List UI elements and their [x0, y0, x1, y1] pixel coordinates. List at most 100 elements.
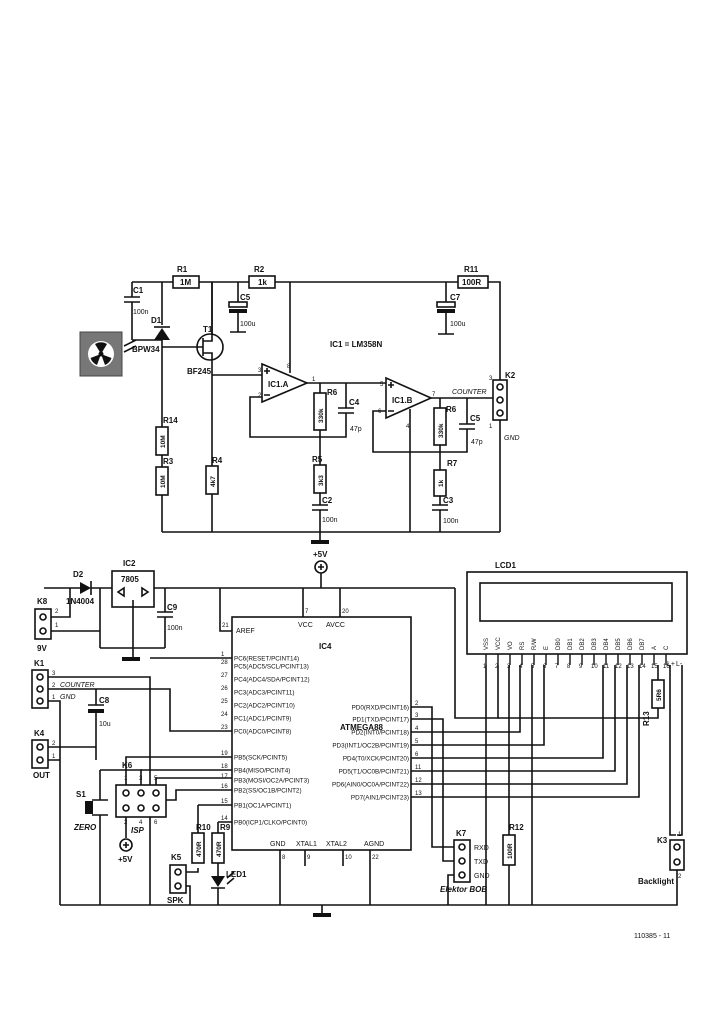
r2-value: 1k [258, 278, 267, 287]
r5-label: R5 [312, 455, 323, 464]
lcd-pin-number: 8 [567, 664, 571, 670]
r7-value: 1k [438, 479, 445, 487]
ic4-vcc: VCC [298, 622, 313, 629]
r11-label: R11 [464, 265, 479, 274]
ground-symbol-top [311, 540, 329, 544]
ic4-avcc: AVCC [326, 622, 345, 629]
lcd-pin-number: 7 [555, 664, 559, 670]
switch-s1[interactable] [85, 801, 93, 814]
led1-label: LED1 [226, 870, 247, 879]
k8-pin2: 2 [55, 609, 59, 615]
diode-d2 [80, 582, 91, 594]
ic4-pin-name: PD3(INT1/OC2B/PCINT19) [332, 743, 409, 750]
connector-k4 [31, 739, 49, 769]
ic4-left-pin-list: PC6(RESET/PCINT14)1PC5(ADC5/SCL/PCINT13)… [221, 652, 310, 827]
t1-label: T1 [203, 325, 213, 334]
c2-value: 100n [322, 517, 338, 524]
r10-label: R10 [196, 823, 211, 832]
ic4-pin-name: PB1(OC1A/PCINT1) [234, 803, 291, 810]
k7-rxd: RXD [474, 845, 489, 852]
lcd-pin-name: C [664, 645, 670, 650]
r14-value: 10M [160, 435, 167, 448]
r4-label: R4 [212, 456, 223, 465]
lcd-pin-name: DB1 [568, 638, 574, 650]
lcd-pin-number: 16 [663, 664, 670, 670]
ic4-pin10: 10 [345, 855, 352, 861]
ic4-pin-name: PC1(ADC1/PCINT9) [234, 716, 291, 723]
ic4-pin-number: 19 [221, 751, 228, 757]
r6a-label: R6 [327, 388, 338, 397]
c5b-label: C5 [470, 414, 481, 423]
lcd-pin-name: DB4 [604, 638, 610, 650]
lcd-pin-name: VCC [496, 637, 502, 650]
r4-value: 4k7 [210, 476, 217, 487]
lcd-pin-name: VSS [484, 638, 490, 650]
lcd-pin-number: 15 [651, 664, 658, 670]
k5-value: SPK [167, 896, 184, 905]
k1-counter: COUNTER [60, 682, 95, 689]
ic4-pin-name: PC5(ADC5/SCL/PCINT13) [234, 664, 309, 671]
ic4-pin-number: 26 [221, 686, 228, 692]
k7-bob: Elektor BOB [440, 885, 487, 894]
k1-pin3: 3 [52, 671, 56, 677]
r3-label: R3 [163, 457, 174, 466]
lcd-pin-name: R/W [532, 638, 538, 650]
ic4-pin-number: 27 [221, 673, 228, 679]
ic4-pin-number: 23 [221, 725, 228, 731]
ground-symbol-bottom [313, 913, 331, 917]
ic4-pin9: 9 [307, 855, 311, 861]
k2-pin1: 1 [489, 424, 493, 430]
c5-value: 100u [240, 321, 256, 328]
lcd-pin-name: A [652, 646, 658, 650]
ic4-pin-name: PD1(TXD/PCINT17) [352, 717, 409, 724]
resistor-r11 [457, 275, 489, 289]
ic4-pin-number: 14 [221, 816, 228, 822]
ic1-pin4: 4 [406, 424, 410, 430]
lcd1-lplus: L+ [667, 661, 675, 668]
ic1-pin8: 8 [287, 364, 291, 370]
capacitor-c7 [436, 301, 456, 308]
serial-connector: K7 RXD TXD GND Elektor BOB [411, 706, 490, 905]
ic4-pin-number: 15 [221, 799, 228, 805]
lcd-pin-number: 14 [639, 664, 646, 670]
resistor-r6a [313, 392, 327, 431]
r13-value: 5R6 [656, 689, 663, 701]
k8-pin1: 1 [55, 623, 59, 629]
ic4-label: IC4 [319, 642, 332, 651]
r1-value: 1M [180, 278, 191, 287]
k8-value: 9V [37, 644, 47, 653]
k2-label: K2 [505, 371, 516, 380]
ic4-pin-number: 28 [221, 660, 228, 666]
c3-label: C3 [443, 496, 454, 505]
lcd-pin-number: 10 [591, 664, 598, 670]
ic4-pin-name: PC0(ADC0/PCINT8) [234, 729, 291, 736]
ic4-pin-name: PC3(ADC3/PCINT11) [234, 690, 294, 697]
lcd-pin-number: 4 [519, 664, 523, 670]
k7-label: K7 [456, 829, 467, 838]
c7-value: 100u [450, 321, 466, 328]
r5-value: 3k3 [318, 475, 325, 486]
d1-value: BPW34 [132, 345, 160, 354]
left-connectors: K1 3 2 1 COUNTER GND C8 10u K4 OUT 2 1 S… [31, 659, 232, 905]
ic1a-pin1: 1 [312, 377, 316, 383]
ic4-aref: AREF [236, 628, 255, 635]
s1-zero: ZERO [73, 823, 97, 832]
c1-label: C1 [133, 286, 144, 295]
lcd1-screen [479, 582, 673, 622]
diode-d1 [154, 328, 170, 340]
ic4-pin-name: PB4(MISO/PCINT4) [234, 768, 290, 775]
ic4-pin-number: 5 [415, 739, 419, 745]
c5-label: C5 [240, 293, 251, 302]
c9-value: 100n [167, 625, 183, 632]
lcd-pin-number: 9 [579, 664, 583, 670]
lcd-pin-name: DB0 [556, 638, 562, 650]
ic4-pin-name: PD2(INT0/PCINT18) [351, 730, 409, 737]
k2-gnd: GND [504, 435, 520, 442]
ic2-value: 7805 [121, 575, 139, 584]
lcd-pin-number: 11 [603, 664, 610, 670]
c3-value: 100n [443, 518, 459, 525]
led-led1 [211, 876, 225, 887]
ic2-label: IC2 [123, 559, 136, 568]
lcd-pin-name: DB5 [616, 638, 622, 650]
ic4-pin-number: 11 [415, 765, 422, 771]
